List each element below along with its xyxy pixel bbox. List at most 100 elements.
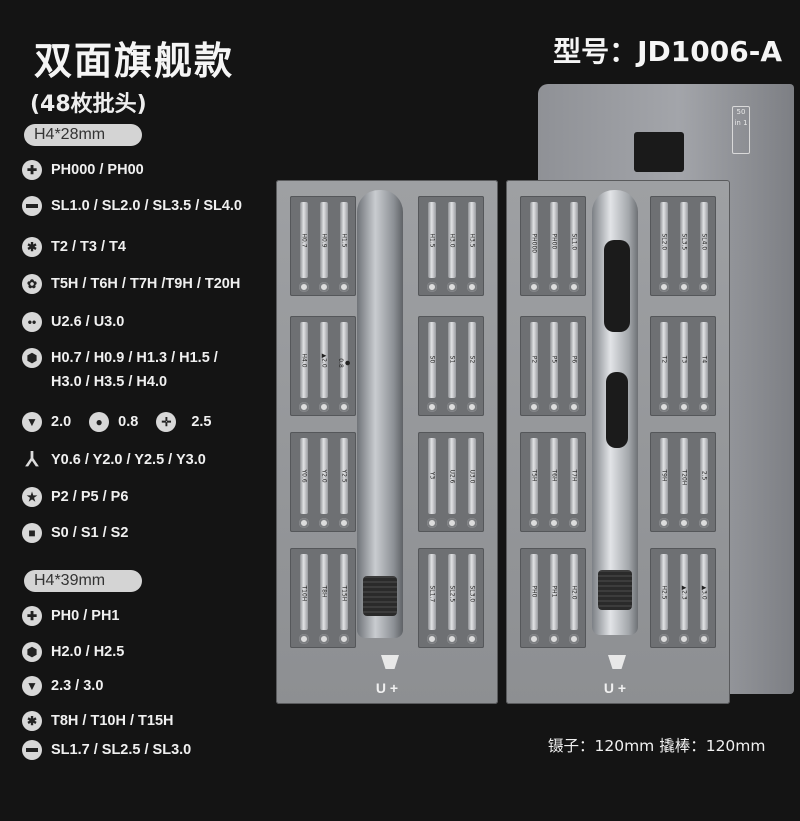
bit-slot-marker xyxy=(569,634,579,644)
screwdriver-bit xyxy=(300,322,308,398)
slotted-icon xyxy=(22,740,42,760)
bit-label: H3.5 xyxy=(468,233,476,248)
bit-slot-marker xyxy=(299,402,309,412)
bit-slot-marker xyxy=(679,518,689,528)
screwdriver-bit xyxy=(700,322,708,398)
screwdriver-bit xyxy=(660,438,668,514)
square-icon: ■ xyxy=(22,523,42,543)
bit-slot-marker xyxy=(699,634,709,644)
bit-label: P5 xyxy=(550,355,558,364)
spec-row-slotted: SL1.0 / SL2.0 / SL3.5 / SL4.0 xyxy=(22,196,242,216)
bit-slot-marker xyxy=(447,282,457,292)
tri-wing-icon: ⅄ xyxy=(25,449,39,471)
bit-label: H2.0 xyxy=(570,585,578,600)
spec-row-hex: ⬢ H0.7 / H0.9 / H1.3 / H1.5 / xyxy=(22,348,218,368)
bit-slot-marker xyxy=(679,402,689,412)
bit-slot-marker xyxy=(299,518,309,528)
screwdriver-bit xyxy=(340,202,348,278)
bit-label: T6H xyxy=(550,469,558,482)
section-label-h4-39: H4*39mm xyxy=(24,570,142,592)
bit-label: T15H xyxy=(340,585,348,602)
bit-label: S0 xyxy=(428,355,436,364)
screwdriver-bit xyxy=(340,554,348,630)
bit-label: SL1.0 xyxy=(570,233,578,251)
bit-label: PH1 xyxy=(550,585,558,598)
screwdriver-bit xyxy=(300,202,308,278)
screwdriver-bit xyxy=(428,322,436,398)
bit-slot-marker xyxy=(529,634,539,644)
bit-label: U2.6 xyxy=(448,469,456,484)
u-type-icon: •• xyxy=(22,312,42,332)
bit-label: T3 xyxy=(680,355,688,364)
screwdriver-bit xyxy=(570,322,578,398)
bit-label: T7H xyxy=(570,469,578,482)
pentalobe-icon: ★ xyxy=(22,487,42,507)
phillips-icon: ✚ xyxy=(22,606,42,626)
bit-label: T20H xyxy=(680,469,688,486)
screwdriver-bit xyxy=(320,202,328,278)
bit-label: P6 xyxy=(570,355,578,364)
screwdriver-bit xyxy=(550,202,558,278)
screwdriver-bit xyxy=(700,554,708,630)
screwdriver-bit xyxy=(530,202,538,278)
torx-hole-icon: ✱ xyxy=(22,711,42,731)
bit-label: H1.5 xyxy=(340,233,348,248)
bit-slot-marker xyxy=(549,402,559,412)
bit-label: ● 0.8 xyxy=(337,358,351,368)
case-tag: 50 in 1 xyxy=(732,106,750,154)
bit-slot-marker xyxy=(319,402,329,412)
bit-slot-marker xyxy=(319,518,329,528)
circle-icon: ● xyxy=(89,412,110,432)
spec-row-hex-cont: H3.0 / H3.5 / H4.0 xyxy=(51,374,168,390)
screwdriver-bit xyxy=(300,554,308,630)
tray-label-right: U + xyxy=(603,680,627,696)
bit-slot-marker xyxy=(447,402,457,412)
screwdriver-handle-left xyxy=(357,190,403,638)
bit-slot-marker xyxy=(299,282,309,292)
bit-label: SL4.0 xyxy=(700,233,708,251)
screwdriver-bit xyxy=(570,202,578,278)
screwdriver-bit xyxy=(448,554,456,630)
spec-row-torx-hole: ✿ T5H / T6H / T7H /T9H / T20H xyxy=(22,274,240,294)
bit-slot-marker xyxy=(529,518,539,528)
triangle-icon: ▼ xyxy=(22,412,42,432)
bit-label: Y2.5 xyxy=(340,469,348,483)
page-title: 双面旗舰款 xyxy=(34,39,235,83)
bit-slot-marker xyxy=(659,402,669,412)
screwdriver-bit xyxy=(448,438,456,514)
bit-slot-marker xyxy=(699,282,709,292)
bit-label: SL3.5 xyxy=(680,233,688,251)
spec-row-tri-wing: ⅄ Y0.6 / Y2.0 / Y2.5 / Y3.0 xyxy=(22,450,206,470)
bit-label: SL2.5 xyxy=(448,585,456,603)
bit-slot-marker xyxy=(467,518,477,528)
screwdriver-bit xyxy=(340,322,348,398)
bit-slot-marker xyxy=(467,402,477,412)
hex-icon: ⬢ xyxy=(22,642,42,662)
bit-label: H0.7 xyxy=(300,233,308,248)
triangle-icon: ▼ xyxy=(22,676,42,696)
torx-hole-icon: ✿ xyxy=(22,274,42,294)
torch-icon-left xyxy=(381,655,399,669)
bit-slot-marker xyxy=(427,634,437,644)
bit-label: SL1.7 xyxy=(428,585,436,603)
screwdriver-bit xyxy=(530,438,538,514)
case-window xyxy=(634,132,684,172)
screwdriver-bit xyxy=(468,202,476,278)
bit-slot-marker xyxy=(427,282,437,292)
screwdriver-bit xyxy=(468,438,476,514)
bit-slot-marker xyxy=(659,518,669,528)
bit-slot-marker xyxy=(659,634,669,644)
screwdriver-bit xyxy=(680,438,688,514)
control-panel-top xyxy=(604,240,630,332)
bit-slot-marker xyxy=(679,282,689,292)
bit-slot-marker xyxy=(529,402,539,412)
spec-row-phillips: ✚ PH000 / PH00 xyxy=(22,160,144,180)
bit-slot-marker xyxy=(319,282,329,292)
grip-left xyxy=(363,576,397,616)
bit-label: SL2.0 xyxy=(660,233,668,251)
bit-slot-marker xyxy=(467,634,477,644)
spec-row-slotted-39: SL1.7 / SL2.5 / SL3.0 xyxy=(22,740,191,760)
spec-row-phillips-39: ✚ PH0 / PH1 xyxy=(22,606,120,626)
screwdriver-bit xyxy=(700,438,708,514)
screwdriver-bit xyxy=(550,554,558,630)
